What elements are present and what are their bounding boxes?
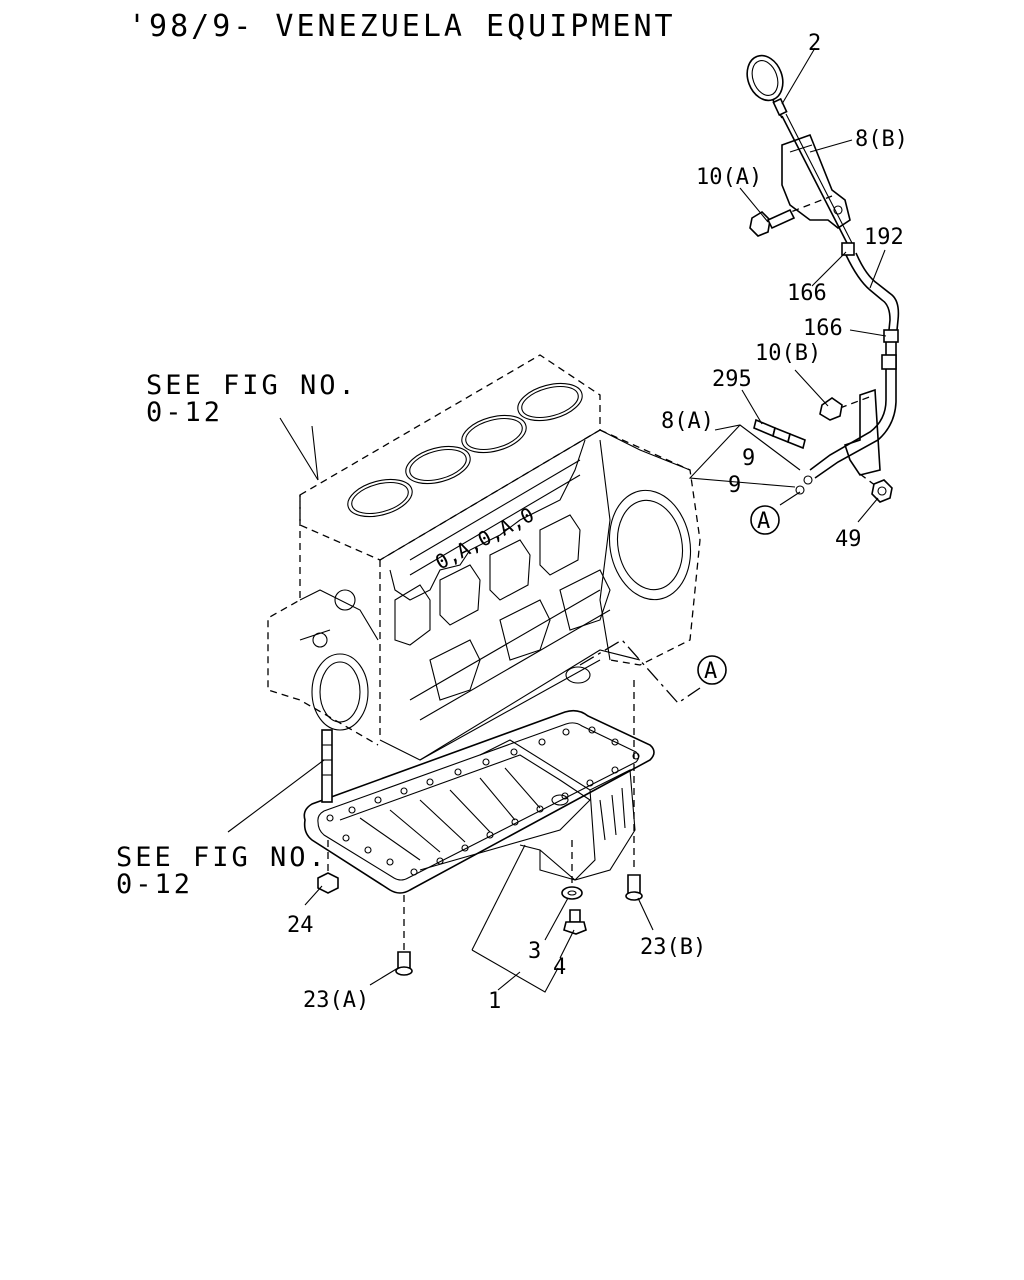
callout-23b: 23(B)	[640, 935, 706, 960]
callout-166-upper: 166	[787, 281, 827, 306]
reference-a-marker-lower	[697, 655, 727, 685]
callout-192: 192	[864, 225, 904, 250]
callout-166-lower: 166	[803, 316, 843, 341]
callout-10b: 10(B)	[755, 341, 821, 366]
callout-23a: 23(A)	[303, 988, 369, 1013]
callout-3: 3	[528, 939, 541, 964]
leader-lines	[227, 47, 887, 993]
callout-8b: 8(B)	[855, 127, 908, 152]
callout-295: 295	[712, 367, 752, 392]
callout-9-lower: 9	[728, 473, 741, 498]
see-fig-reference-bottom-line1: SEE FIG NO.	[116, 842, 328, 873]
callout-1: 1	[488, 989, 501, 1014]
callout-9-upper: 9	[742, 446, 755, 471]
see-fig-reference-bottom-line2: 0-12	[116, 869, 193, 900]
see-fig-reference-top-line2: 0-12	[146, 397, 223, 428]
callout-4: 4	[553, 955, 566, 980]
callout-49: 49	[835, 527, 862, 552]
callout-10a: 10(A)	[696, 165, 762, 190]
oil-pan-drawing	[303, 709, 655, 894]
callout-2: 2	[808, 31, 821, 56]
callout-24: 24	[287, 913, 314, 938]
cylinder-block-drawing: 0,A,0,A,0	[267, 354, 701, 761]
see-fig-reference-top-line1: SEE FIG NO.	[146, 370, 358, 401]
callout-8a: 8(A)	[661, 409, 714, 434]
reference-a-marker-upper	[750, 505, 780, 535]
fasteners-drawing	[317, 680, 643, 976]
callout-a-upper: A	[757, 509, 770, 534]
callout-a-lower: A	[704, 659, 717, 684]
diagram-title: '98/9- VENEZUELA EQUIPMENT	[128, 9, 676, 44]
